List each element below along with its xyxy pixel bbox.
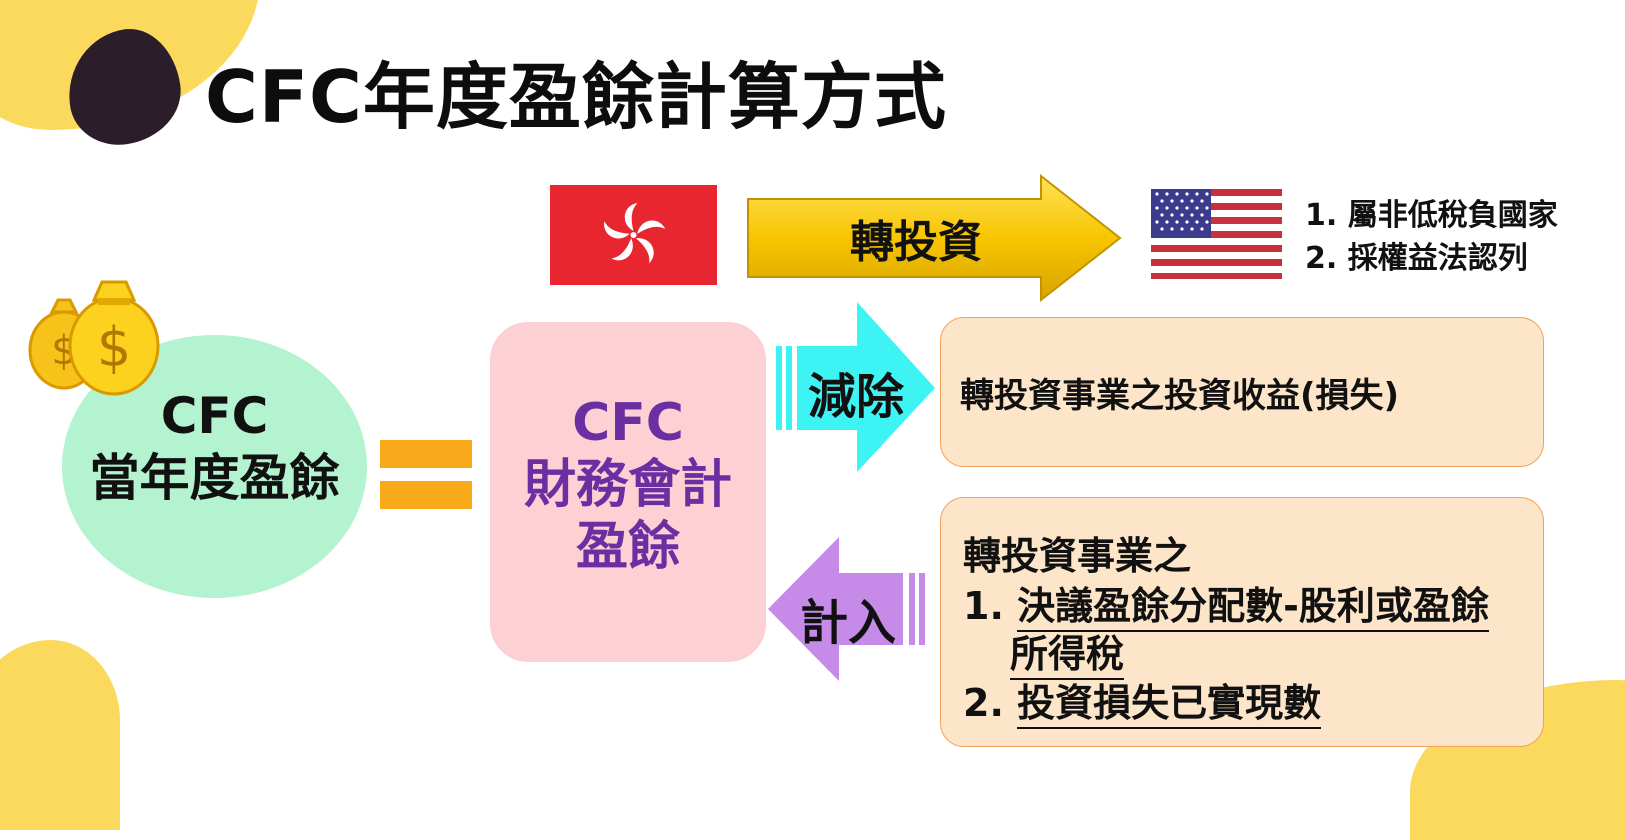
- add-box-item1-continued: 所得稅: [1010, 623, 1125, 680]
- us-note-2: 2. 採權益法認列: [1305, 241, 1528, 276]
- subtract-item-box: [940, 317, 1544, 467]
- cfc-annual-earnings-label: CFC 當年度盈餘: [62, 385, 367, 509]
- us-flag-icon: [1151, 189, 1282, 279]
- add-box-item1-text: 決議盈餘分配數-股利或盈餘: [1017, 584, 1489, 632]
- pink-line3: 盈餘: [575, 517, 680, 577]
- hong-kong-flag-icon: [550, 185, 717, 285]
- add-arrow: [765, 535, 930, 683]
- cfc-financial-accounting-box: [490, 322, 766, 662]
- add-label: 計入: [800, 595, 897, 651]
- circle-line1: CFC: [160, 387, 269, 445]
- add-box-item1: 1. 決議盈餘分配數-股利或盈餘: [963, 575, 1489, 632]
- subtract-item-text: 轉投資事業之投資收益(損失): [960, 376, 1400, 416]
- page-title: CFC年度盈餘計算方式: [205, 55, 947, 139]
- corner-decoration-bottom-left: [0, 640, 120, 830]
- svg-text:$: $: [97, 316, 131, 379]
- money-bag-icon: $ $: [22, 272, 162, 402]
- pink-line1: CFC: [572, 393, 684, 453]
- equals-sign-bottom-bar: [380, 481, 472, 509]
- invest-arrow: [745, 173, 1125, 303]
- pink-line2: 財務會計: [523, 455, 732, 515]
- add-box-heading: 轉投資事業之: [963, 534, 1192, 578]
- subtract-label: 減除: [808, 369, 905, 425]
- add-box-item2-number: 2.: [963, 681, 1004, 725]
- cfc-financial-accounting-label: CFC 財務會計 盈餘: [490, 392, 766, 578]
- invest-arrow-label: 轉投資: [850, 217, 982, 268]
- add-item-box: [940, 497, 1544, 747]
- add-box-item1-text-line2: 所得稅: [1010, 632, 1125, 680]
- us-note-1: 1. 屬非低稅負國家: [1305, 198, 1558, 233]
- equals-sign-top-bar: [380, 440, 472, 468]
- add-box-item1-number: 1.: [963, 584, 1004, 628]
- subtract-arrow: [773, 302, 938, 472]
- add-box-item2: 2. 投資損失已實現數: [963, 672, 1322, 729]
- circle-line2: 當年度盈餘: [89, 449, 340, 507]
- add-box-item2-text: 投資損失已實現數: [1017, 681, 1322, 729]
